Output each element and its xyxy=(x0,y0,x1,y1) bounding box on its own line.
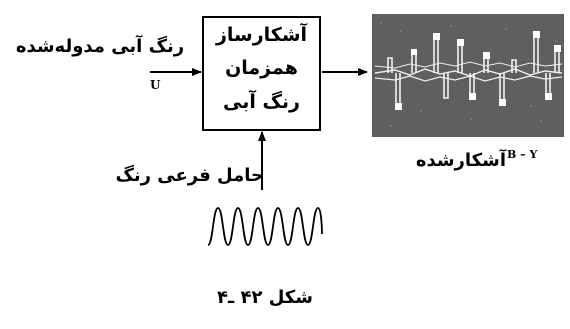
subcarrier-sine-wave xyxy=(207,207,323,246)
scope-noise xyxy=(380,22,557,127)
carrier-label: حامل فرعی رنگ xyxy=(115,165,264,186)
output-label: آشکارشده xyxy=(415,150,506,171)
detector-line-3: رنگ آبی xyxy=(222,91,300,113)
input-label: رنگ آبی مدوله‌شده xyxy=(15,36,185,57)
input-symbol: U xyxy=(150,78,161,92)
detector-line-1: آشکارساز xyxy=(215,24,308,46)
figure-caption: شکل ۴۲ ـ۴ xyxy=(217,287,313,308)
detector-line-2: همزمان xyxy=(225,57,298,79)
output-signal-name: B – Y xyxy=(507,148,538,161)
detector-block xyxy=(202,16,321,131)
oscilloscope-image xyxy=(372,14,564,137)
scope-bright-spots xyxy=(395,31,561,110)
